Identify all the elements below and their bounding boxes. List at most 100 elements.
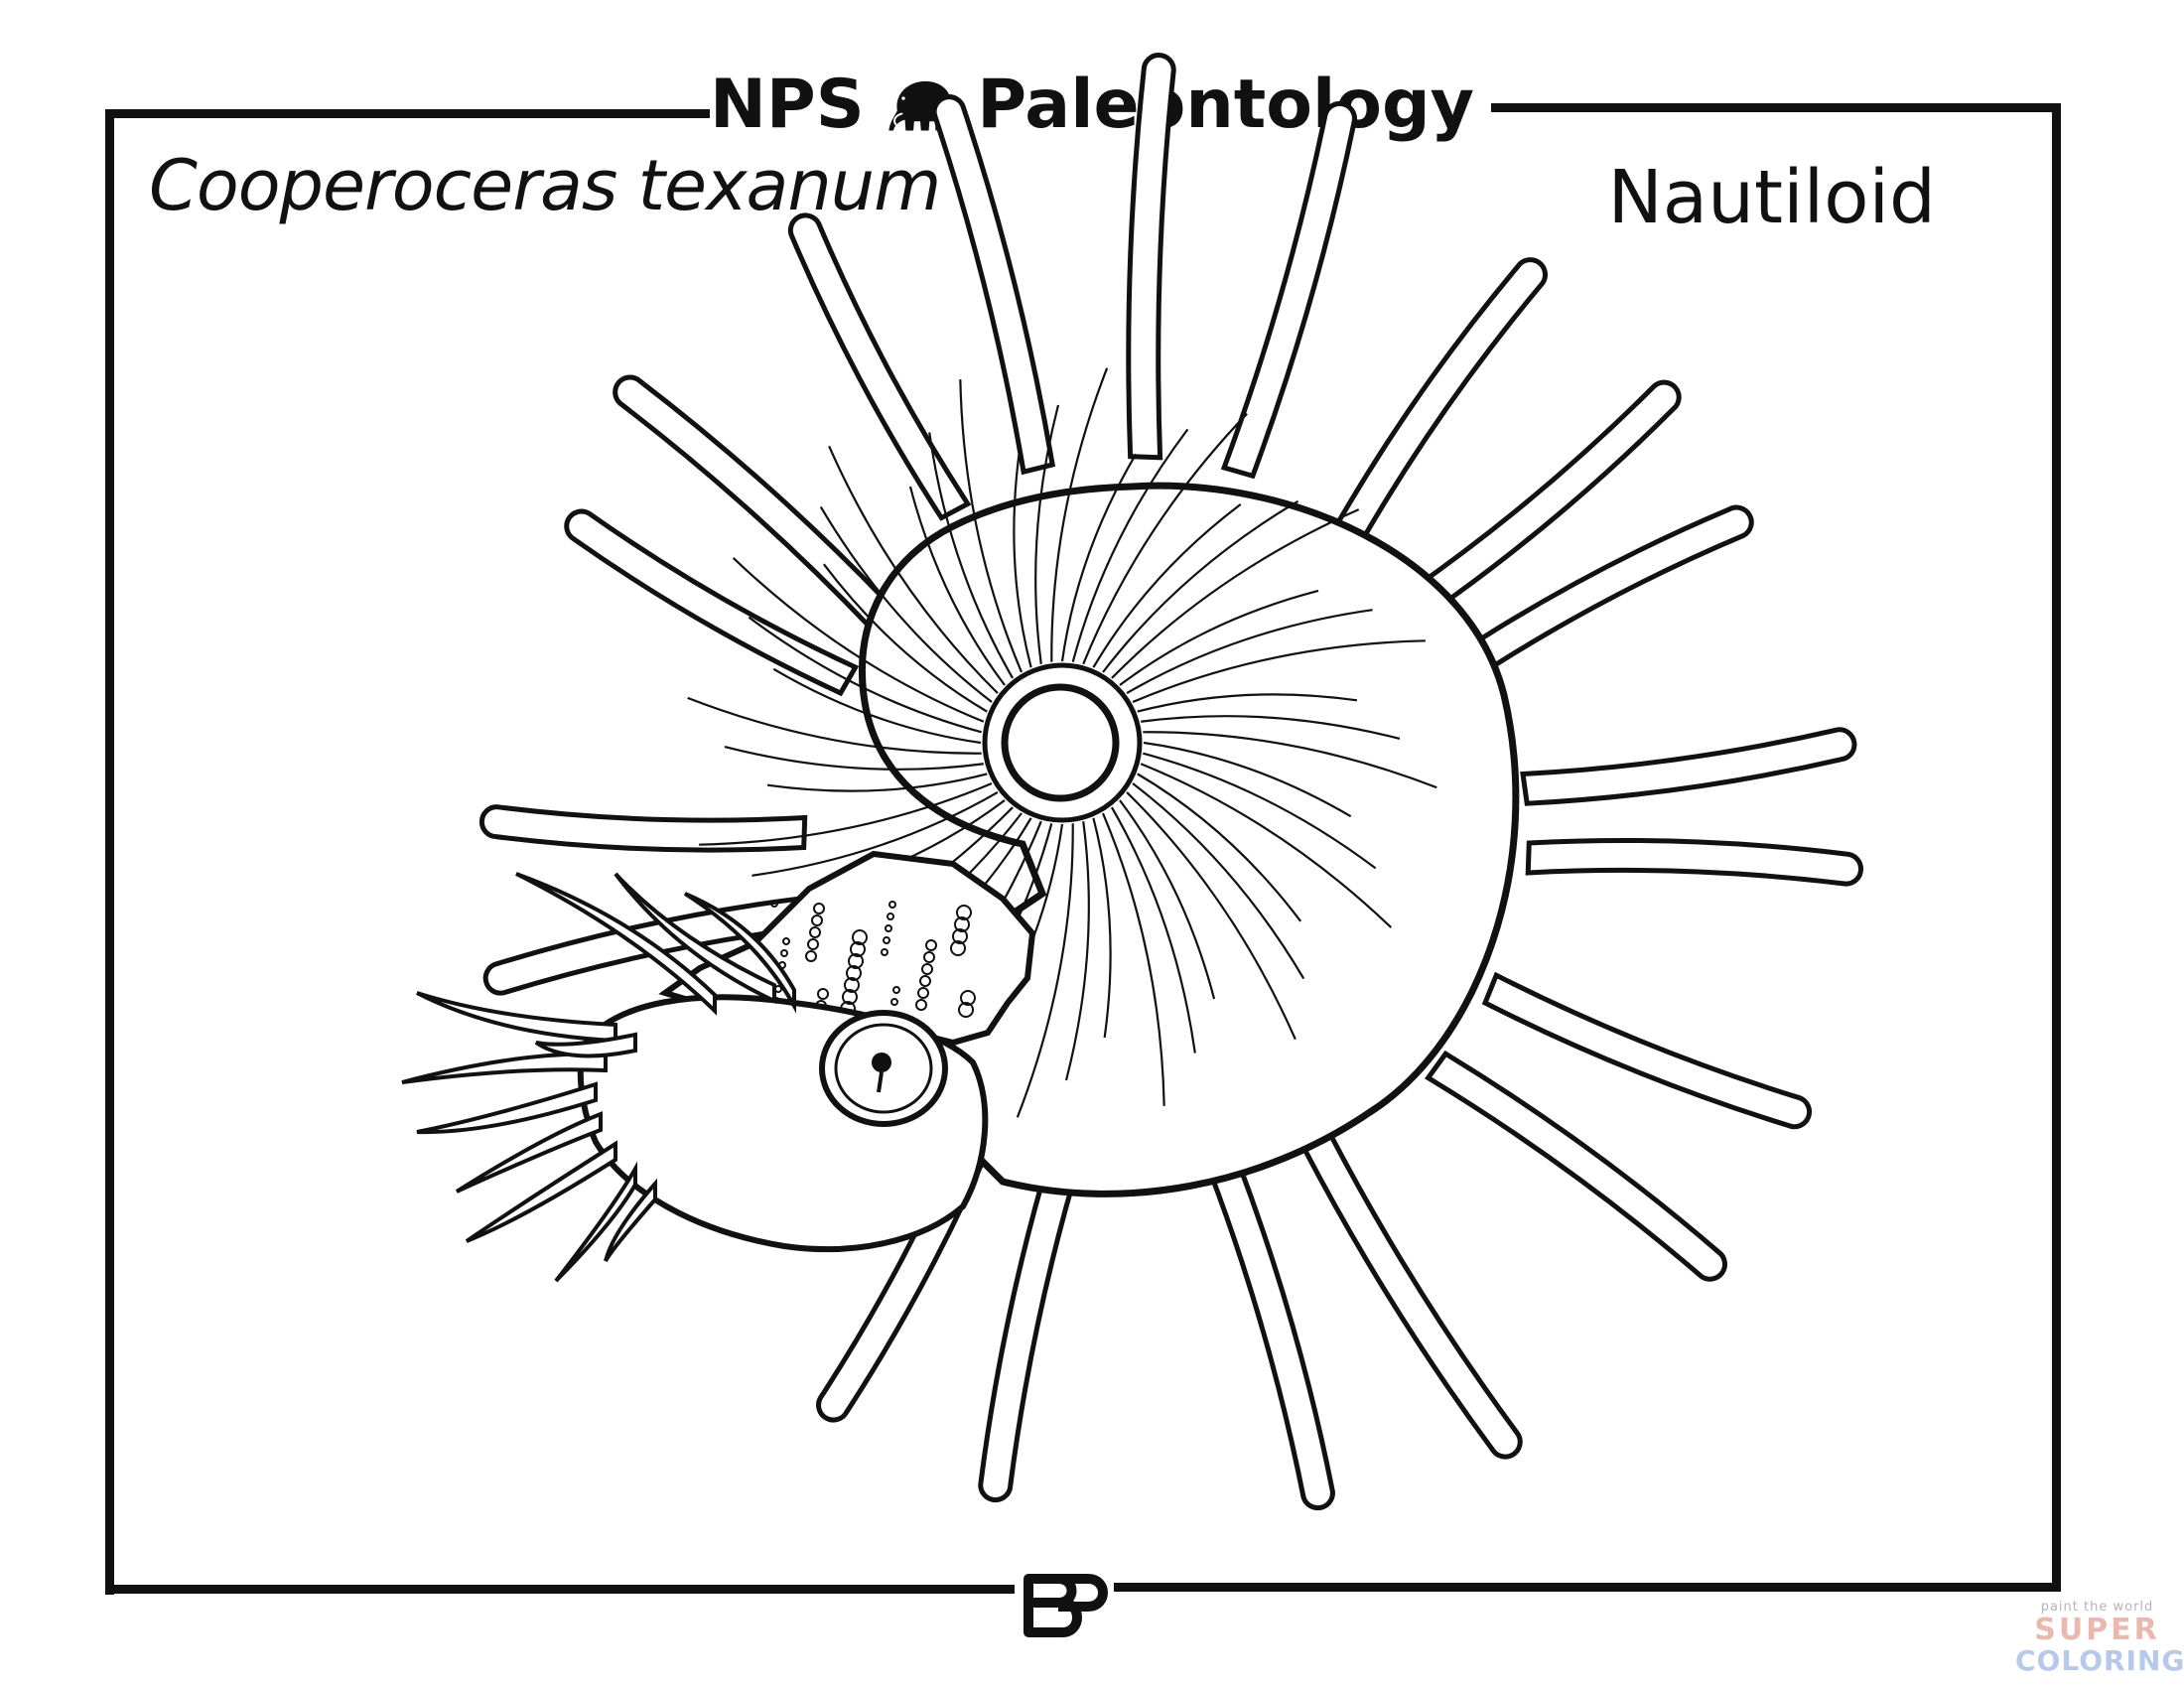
species-name: Cooperoceras texanum [149,145,941,226]
hood-dot [809,926,821,938]
shell-spine [1520,727,1857,806]
tentacle [604,1178,657,1263]
shell-rib [748,616,982,734]
shell-spine [1332,257,1548,547]
shell-rib [1060,453,1138,662]
shell-rib [822,563,988,713]
tentacle [515,872,717,1016]
header-paleontology: Paleontology [977,66,1474,144]
category-label: Nautiloid [1607,155,1936,240]
shell-rib [1016,823,1074,1118]
shell-rib [1102,499,1299,673]
hood-dot [881,948,888,956]
hood-dot [844,977,860,993]
hood-dot [915,999,927,1011]
hood-dot [807,938,819,950]
hood-dot [780,949,788,957]
shell-rib [1119,589,1319,686]
hood-dot [954,916,970,932]
frame-right [2052,103,2061,1591]
shell-rib [1110,806,1196,1054]
hood-dot [811,914,823,926]
shell-rib [1143,731,1437,789]
hood-dot [921,963,933,975]
shell-rib [1071,428,1189,662]
frame-bottom-left [105,1585,1028,1594]
hood-dot [958,1002,974,1018]
shell-rib [1140,763,1393,928]
tentacles [401,872,796,1283]
watermark: paint the world SUPER COLORING [2015,1600,2184,1682]
eye [819,1010,948,1127]
shell-spine [1299,1127,1523,1460]
hood-dot [950,940,966,956]
shell-rib [1101,812,1165,1106]
hood-dot [842,989,858,1005]
watermark-super: SUPER [2034,1613,2160,1647]
hood-dot [956,905,972,920]
hood-dot [813,903,825,914]
shell-rib [1119,799,1216,1000]
shell-rib [1126,609,1373,695]
shell-rib [1126,791,1297,1041]
hood-dot [846,965,862,981]
shell-spine [478,804,808,853]
shell-body [859,482,1520,1197]
watermark-tagline: paint the world [2040,1600,2154,1615]
hood-dot [883,936,890,944]
shell-rib [1092,502,1242,668]
shell-spine [1454,504,1754,684]
hood-dot [852,929,868,945]
shell-spines [478,53,1864,1511]
shell-spine [1207,1161,1335,1511]
hood-dot [923,951,935,963]
shell-rib [828,445,999,694]
shell-rib [751,790,999,877]
shell-rib [928,432,1015,679]
shell-spine [1481,971,1812,1130]
shell-rib [724,745,984,771]
shell-spine [787,212,972,521]
shell-rib [1111,508,1360,679]
hood-dot [925,939,937,951]
shell-spine [564,508,860,697]
bp-monogram-icon [1015,1561,1114,1650]
shell-rib [1143,752,1377,870]
hood-dot [782,937,790,945]
hood-dot [805,950,817,962]
shell-rib [1137,773,1302,922]
tentacle [534,1032,637,1058]
shell-rib [959,379,1024,673]
hood-dot [890,998,898,1006]
frame-left [105,109,114,1595]
shell-rib [819,505,993,703]
shell-spine [1126,53,1176,461]
shell-rib [687,696,982,755]
tentacle [416,991,617,1044]
frame-top-left [105,109,715,118]
shell-rib [699,781,993,846]
shell-rib [1034,404,1060,664]
shell-rib [1132,639,1426,704]
hood-dot [888,901,896,909]
shell-rib [908,486,1006,686]
frame-top-right [1491,103,2061,112]
hood-dot [770,900,778,908]
hood-dot [892,986,900,994]
shell-rib [1013,447,1032,668]
shell-rib [1141,715,1401,741]
shell-spine [613,374,902,640]
hood-dot [817,988,829,1000]
tentacle [465,1140,617,1243]
hood-dot [887,913,894,920]
tentacle [455,1111,603,1194]
hood-dot [848,953,864,969]
shell-rib [766,773,988,792]
hood-dot [850,941,866,957]
tentacle [401,1052,608,1084]
shell-rib [1092,817,1112,1039]
tentacle [416,1081,598,1135]
shell-rib [1137,693,1358,713]
